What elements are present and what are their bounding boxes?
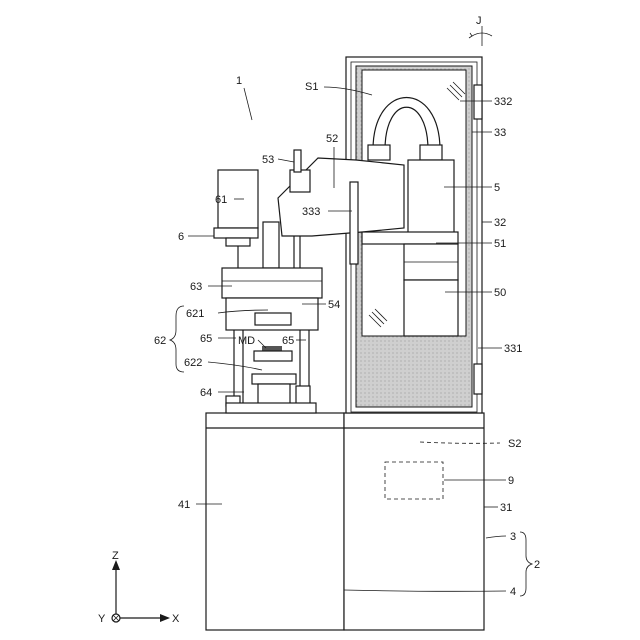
- shaft-53: [294, 150, 301, 172]
- base-64: [226, 403, 316, 413]
- label-41: 41: [178, 499, 190, 511]
- base-cabinet-left: [206, 413, 344, 630]
- lower-part-622: [254, 351, 292, 361]
- label-2: 2: [534, 559, 540, 571]
- label-31: 31: [500, 502, 512, 514]
- label-9: 9: [508, 475, 514, 487]
- label-65-right: 65: [282, 335, 294, 347]
- label-1: 1: [236, 75, 242, 87]
- label-4: 4: [510, 586, 516, 598]
- label-65-left: 65: [200, 333, 212, 345]
- label-33: 33: [494, 127, 506, 139]
- label-62: 62: [154, 335, 166, 347]
- label-61: 61: [215, 194, 227, 206]
- label-S1: S1: [305, 81, 318, 93]
- block-63: [222, 268, 322, 298]
- label-3: 3: [510, 531, 516, 543]
- label-J: J: [476, 15, 482, 27]
- label-332: 332: [494, 96, 512, 108]
- label-51: 51: [494, 238, 506, 250]
- label-50: 50: [494, 287, 506, 299]
- axes: [112, 560, 170, 622]
- label-333: 333: [302, 206, 320, 218]
- label-52: 52: [326, 133, 338, 145]
- label-621: 621: [186, 308, 204, 320]
- label-32: 32: [494, 217, 506, 229]
- label-53: 53: [262, 154, 274, 166]
- label-622: 622: [184, 357, 202, 369]
- label-6: 6: [178, 231, 184, 243]
- label-64: 64: [200, 387, 212, 399]
- label-54: 54: [328, 299, 340, 311]
- label-331: 331: [504, 343, 522, 355]
- base-cabinet-right: [344, 413, 484, 630]
- label-S2: S2: [508, 438, 521, 450]
- label-axis-X: X: [172, 613, 180, 625]
- label-5: 5: [494, 182, 500, 194]
- label-axis-Y: Y: [98, 613, 106, 625]
- handle-333: [350, 182, 358, 264]
- label-axis-Z: Z: [112, 550, 119, 562]
- label-63: 63: [190, 281, 202, 293]
- label-MD: MD: [238, 335, 255, 347]
